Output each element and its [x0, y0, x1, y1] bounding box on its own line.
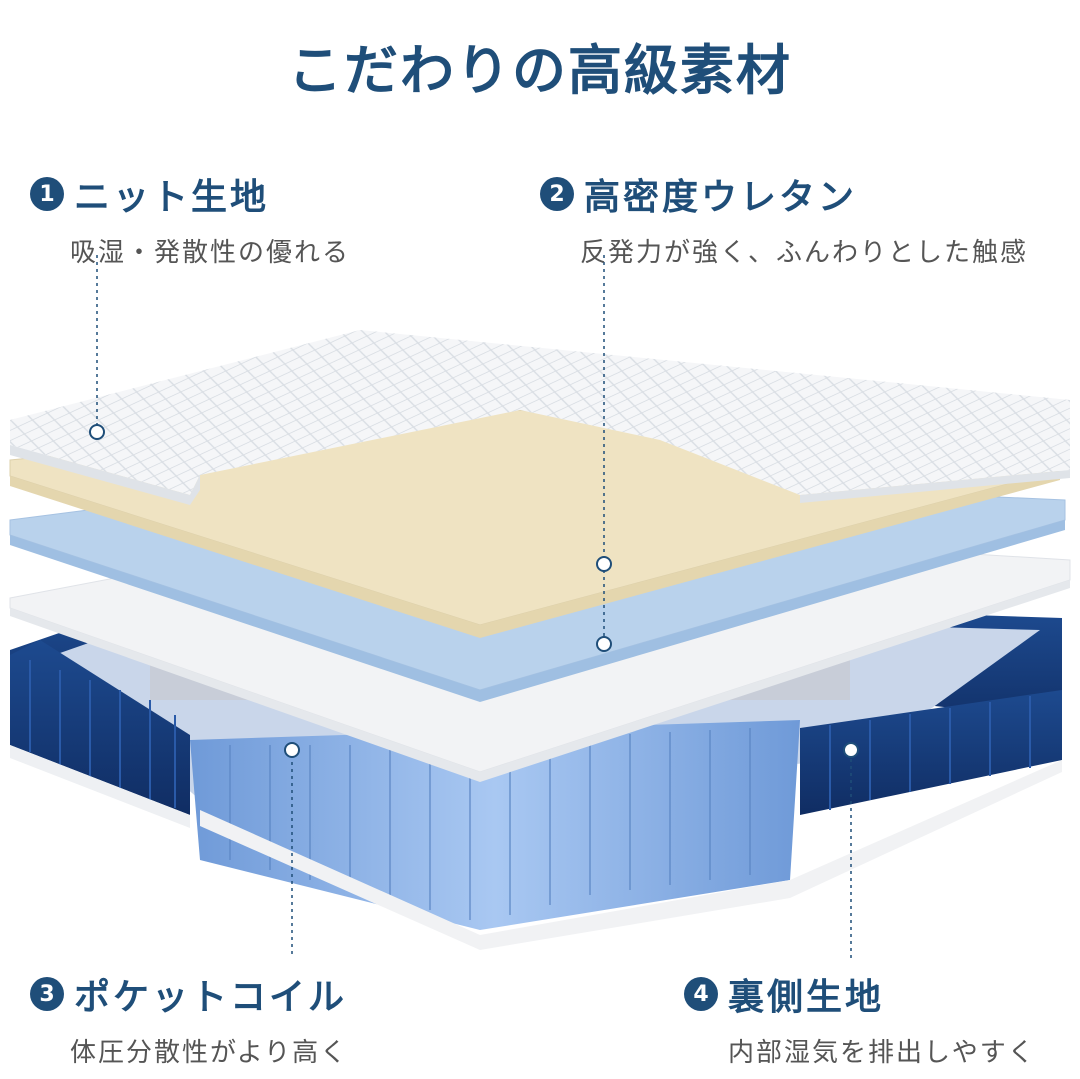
knit-fabric-layer [10, 330, 1070, 505]
feature-heading: 裏側生地 [728, 977, 885, 1018]
feature-high-density-urethane: 2 高密度ウレタン 反発力が強く、ふんわりとした触感 [540, 168, 1028, 269]
feature-description: 内部湿気を排出しやすく [728, 1038, 1036, 1068]
feature-description: 吸湿・発散性の優れる [70, 238, 351, 268]
feature-pocket-coil: 3 ポケットコイル 体圧分散性がより高く [30, 968, 348, 1069]
feature-heading: ポケットコイル [74, 977, 348, 1018]
feature-knit-fabric: 1 ニット生地 吸湿・発散性の優れる [30, 168, 350, 269]
number-badge-4: 4 [684, 977, 718, 1011]
feature-description: 反発力が強く、ふんわりとした触感 [580, 238, 1029, 268]
number-badge-3: 3 [30, 977, 64, 1011]
feature-back-fabric: 4 裏側生地 内部湿気を排出しやすく [684, 968, 1036, 1069]
number-badge-2: 2 [540, 177, 574, 211]
feature-heading: 高密度ウレタン [584, 177, 858, 218]
number-badge-1: 1 [30, 177, 64, 211]
feature-description: 体圧分散性がより高く [70, 1038, 349, 1068]
feature-heading: ニット生地 [74, 177, 270, 218]
callout-lines [96, 255, 852, 958]
page-title: こだわりの高級素材 [288, 39, 792, 102]
callout-dots [89, 424, 859, 758]
